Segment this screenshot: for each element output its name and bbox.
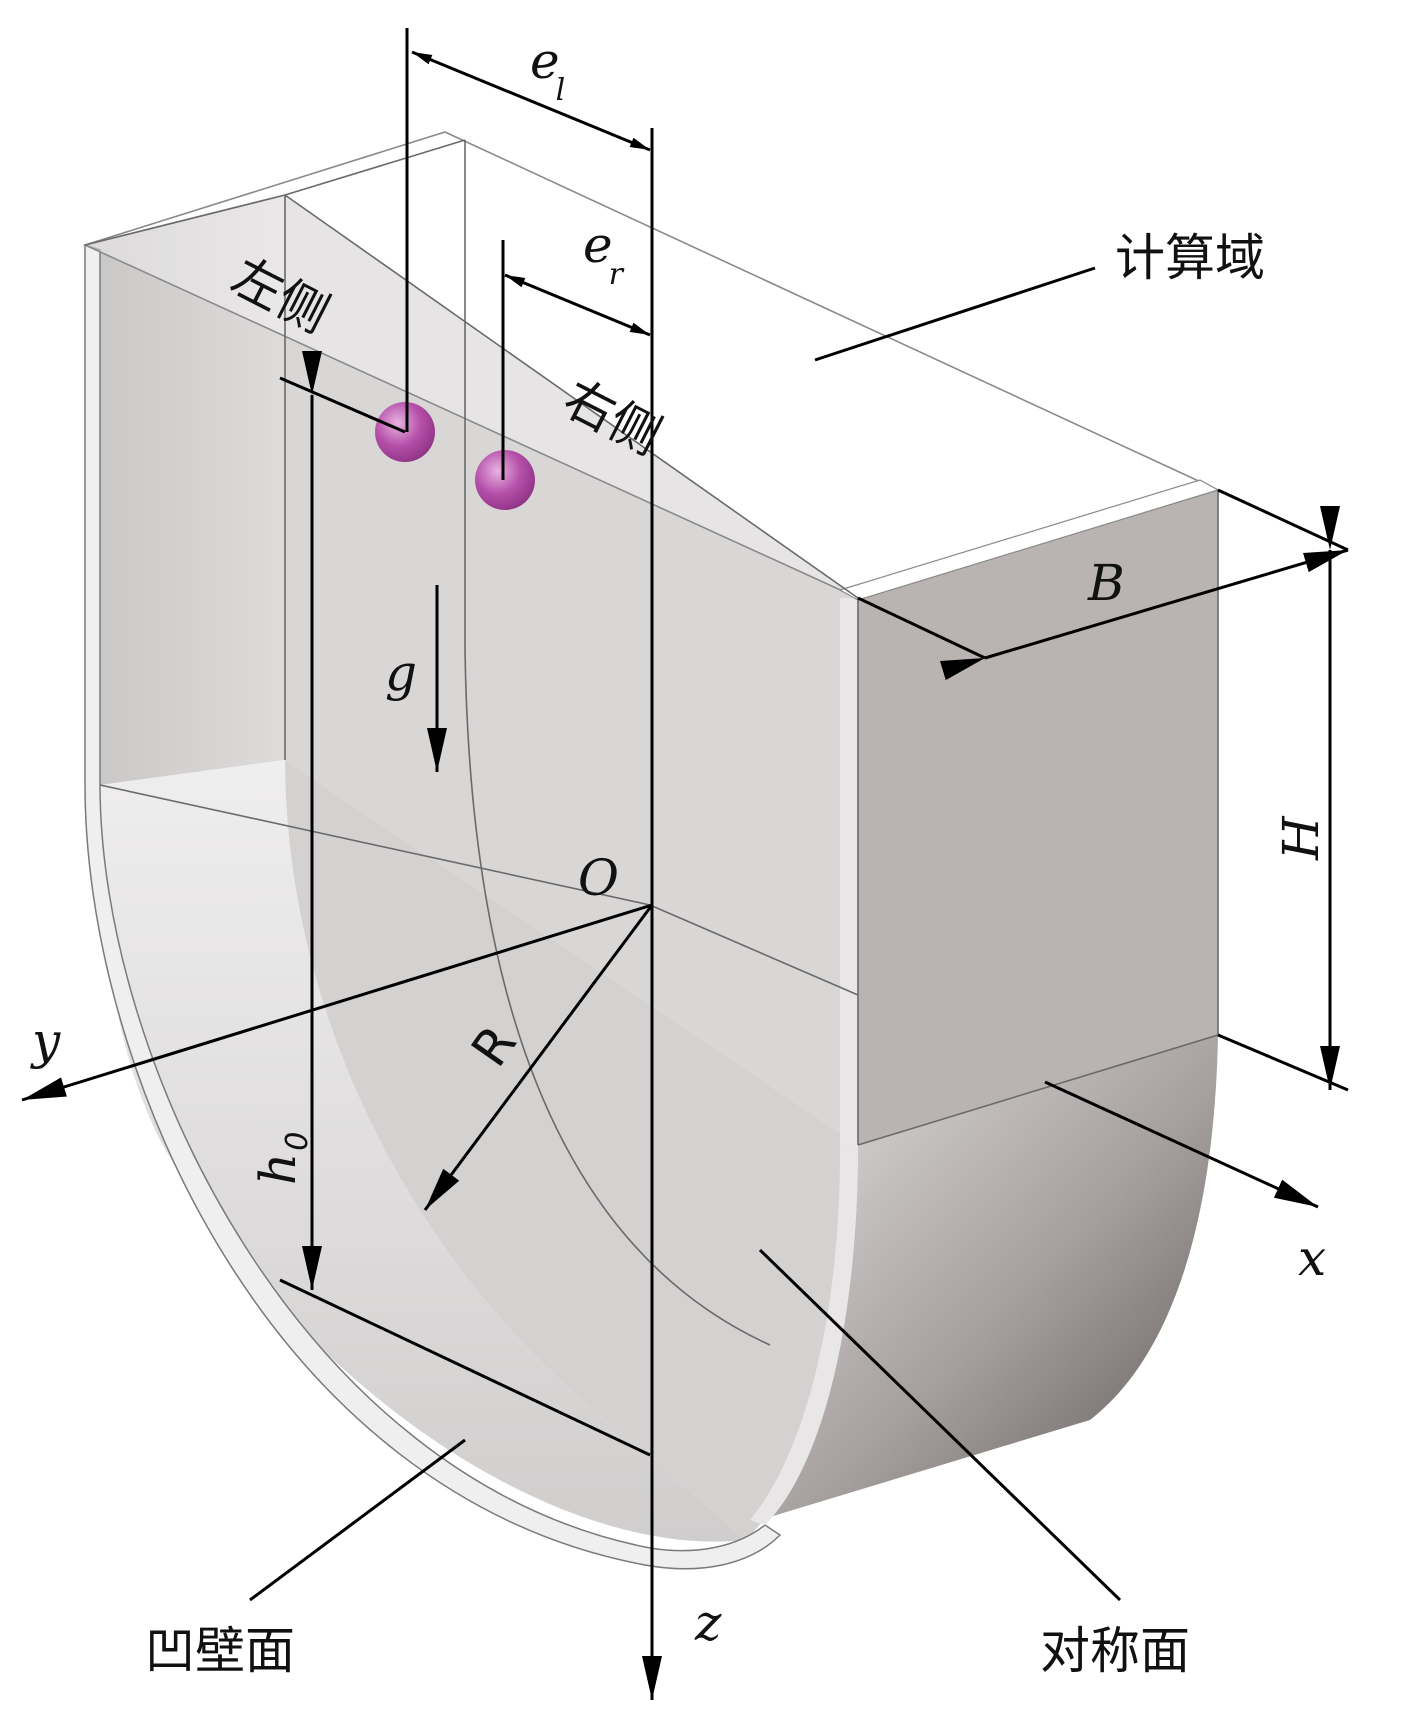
right-rim-strip — [840, 598, 858, 1150]
symmetry-plane-label: 对称面 — [1040, 1622, 1190, 1680]
annotation-lines — [21, 28, 1349, 1700]
radius-line — [423, 904, 654, 1211]
left-side-leader — [279, 376, 406, 434]
z-axis-label: z — [694, 1594, 722, 1652]
right-rim-curve — [750, 1145, 858, 1525]
curved-outer-surface — [760, 1035, 1218, 1520]
x-axis — [1044, 1080, 1319, 1209]
symmetry-plane-curve — [285, 760, 858, 1540]
gravity-label: g — [385, 644, 417, 702]
b-leader-right — [1217, 488, 1349, 552]
left-end-wall — [85, 195, 285, 785]
left-end-curve — [100, 760, 745, 1542]
y-axis — [21, 903, 653, 1102]
h-label: H — [1272, 815, 1330, 861]
concave-wall-label: 凹壁面 — [145, 1622, 295, 1680]
origin-label: O — [578, 849, 619, 907]
x-axis-label: x — [1298, 1229, 1326, 1287]
e-r-dimension — [504, 273, 651, 337]
computational-domain-label: 计算域 — [1115, 229, 1265, 287]
right-droplet — [475, 450, 535, 510]
y-axis-label: y — [30, 1012, 61, 1070]
b-label: B — [1087, 554, 1125, 612]
right-end-face — [858, 490, 1218, 1145]
domain-leader — [814, 266, 1096, 362]
symmetry-plane-leader — [758, 1248, 1122, 1602]
e-l-dimension — [411, 50, 651, 152]
concave-wall-rim — [84, 243, 782, 1570]
concave-wall-leader — [249, 1438, 466, 1602]
h0-bottom-leader — [279, 1278, 651, 1457]
b-dimension — [939, 548, 1349, 681]
h0-label: h0 — [249, 1132, 315, 1185]
